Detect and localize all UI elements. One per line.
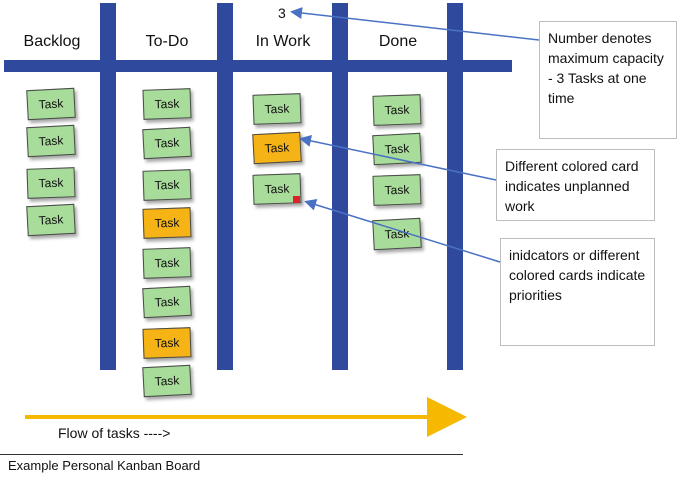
column-title-done: Done <box>378 33 418 50</box>
flow-label: Flow of tasks ----> <box>58 425 171 441</box>
wip-limit: 3 <box>278 5 286 21</box>
callout-line-capacity <box>290 7 540 41</box>
callout-line-unplanned <box>299 134 497 181</box>
column-title-in-work: In Work <box>255 33 311 50</box>
column-title-todo: To-Do <box>145 33 189 50</box>
note-capacity: Number denotes maximum capacity - 3 Task… <box>539 21 677 139</box>
column-divider-2 <box>217 3 233 370</box>
callout-line-priorities <box>304 198 501 263</box>
note-priorities: inidcators or different colored cards in… <box>500 238 655 346</box>
caption: Example Personal Kanban Board <box>8 458 201 473</box>
priority-marker-icon <box>293 196 300 203</box>
column-divider-3 <box>332 3 348 370</box>
column-divider-4 <box>447 3 463 370</box>
caption-divider <box>0 454 463 455</box>
board-top-bar <box>4 60 512 72</box>
column-title-backlog: Backlog <box>23 33 81 50</box>
note-unplanned-work: Different colored card indicates unplann… <box>496 149 655 221</box>
column-divider-1 <box>100 3 116 370</box>
